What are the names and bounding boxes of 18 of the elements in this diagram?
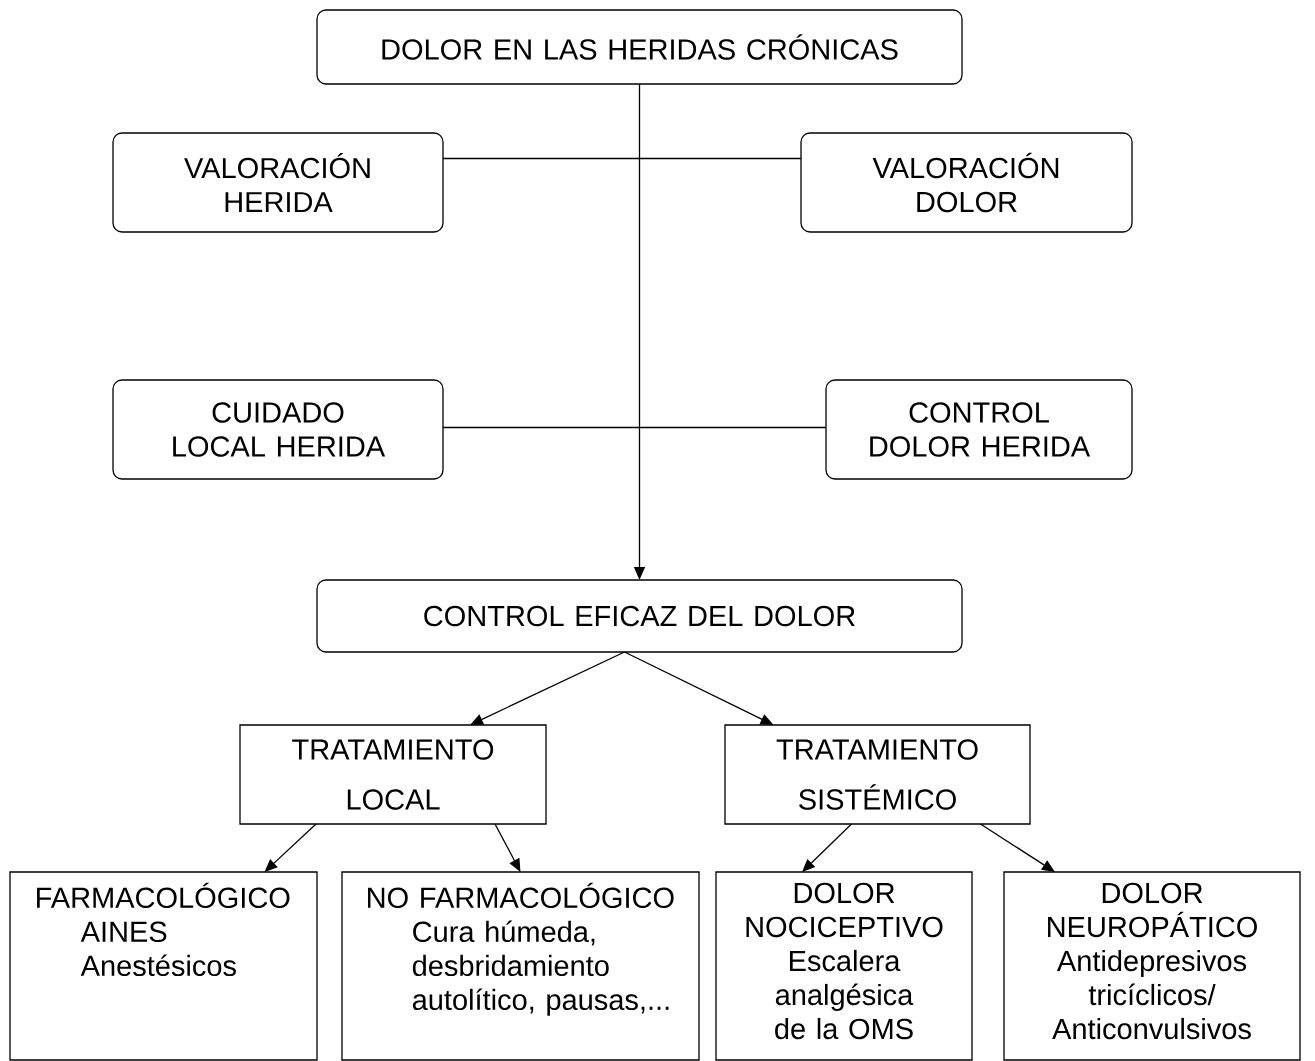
arrow bbox=[802, 823, 853, 872]
process-box: DOLOR NEUROPÁTICO Antidepresivos tricíclicos/ Anticonvulsivos bbox=[1003, 871, 1301, 1061]
connector-line bbox=[442, 157, 802, 160]
process-box: TRATAMIENTO SISTÉMICO bbox=[724, 724, 1031, 825]
rounded-box: VALORACIÓN HERIDA bbox=[112, 132, 444, 233]
arrow bbox=[494, 823, 521, 872]
rounded-box: CONTROL DOLOR HERIDA bbox=[825, 379, 1133, 480]
process-box: DOLOR NOCICEPTIVO Escalera analgésica de la OMS bbox=[715, 871, 973, 1061]
rounded-box: DOLOR EN LAS HERIDAS CRÓNICAS bbox=[316, 9, 963, 85]
process-box: FARMACOLÓGICO AINES Anestésicos bbox=[9, 871, 318, 1061]
rounded-box: VALORACIÓN DOLOR bbox=[800, 132, 1133, 233]
process-box: NO FARMACOLÓGICO Cura húmeda, desbridamiento autolítico, pausas,... bbox=[341, 871, 700, 1061]
arrow bbox=[470, 651, 626, 725]
arrow bbox=[979, 823, 1055, 872]
rounded-box: CUIDADO LOCAL HERIDA bbox=[112, 379, 444, 480]
process-box: TRATAMIENTO LOCAL bbox=[239, 724, 547, 825]
connector-line bbox=[442, 426, 827, 429]
rounded-box: CONTROL EFICAZ DEL DOLOR bbox=[316, 579, 963, 653]
